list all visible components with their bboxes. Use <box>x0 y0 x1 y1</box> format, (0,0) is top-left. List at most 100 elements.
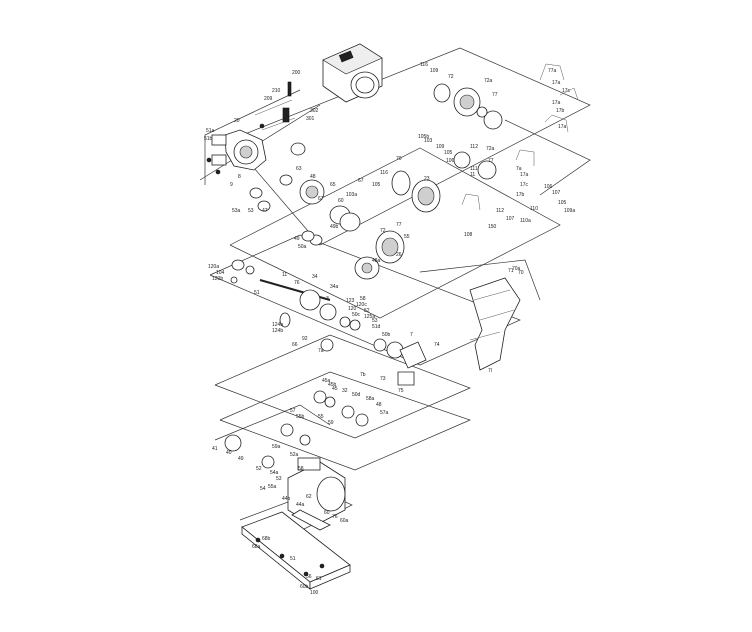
base-plate <box>241 511 351 590</box>
part-label: 17b <box>516 192 525 198</box>
part-label: 48 <box>310 174 316 180</box>
part-label: 20 <box>234 118 240 124</box>
part-label: 17b <box>556 108 565 114</box>
part-label: 301 <box>306 116 315 122</box>
electric-motor <box>287 457 346 531</box>
cover-flange <box>354 170 441 280</box>
part-label: 59 <box>328 420 334 426</box>
part-label: 60a <box>340 518 349 524</box>
part-label: 72a <box>486 146 495 152</box>
part-label: 74 <box>434 342 440 348</box>
coupling-parts <box>224 390 369 469</box>
part-label: 76 <box>294 280 300 286</box>
part-label: 8 <box>238 174 241 180</box>
part-label: 49b <box>330 224 339 230</box>
part-label: 77 <box>396 222 402 228</box>
part-label: 120b <box>212 276 223 282</box>
part-label: 68b <box>262 536 271 542</box>
assembly-boundary-lines <box>199 47 591 541</box>
part-label: 123 <box>346 298 355 304</box>
part-label: 49 <box>294 236 300 242</box>
part-label: 51a <box>206 128 215 134</box>
part-label: 71 <box>508 268 514 274</box>
part-label: 120c <box>356 302 367 308</box>
part-label: 52 <box>256 466 262 472</box>
part-label: 48 <box>376 402 382 408</box>
part-label: 61 <box>316 576 322 582</box>
control-module <box>322 43 383 103</box>
part-label: 120a <box>208 264 219 270</box>
part-label: 105 <box>444 150 453 156</box>
part-label: 50d <box>352 392 361 398</box>
part-label: 58a <box>366 396 375 402</box>
part-label: 105b <box>418 134 429 140</box>
part-label: 60 <box>324 510 330 516</box>
part-label: 50c <box>352 312 361 318</box>
part-label: 51 <box>290 556 296 562</box>
part-label: 54a <box>270 470 279 476</box>
part-label: 75 <box>398 388 404 394</box>
part-label: 62 <box>306 494 312 500</box>
part-label: 125a <box>364 314 375 320</box>
part-label: 49 <box>238 456 244 462</box>
part-label: 57 <box>290 408 296 414</box>
part-label: 26 <box>396 252 402 258</box>
part-label: 7b <box>360 372 366 378</box>
part-label: 51d <box>372 324 381 330</box>
part-label: 11 <box>282 272 287 278</box>
part-label: 108 <box>464 232 473 238</box>
part-label: 59a <box>272 444 281 450</box>
part-label: 68a <box>252 544 261 550</box>
part-label: 116 <box>420 62 428 68</box>
part-label: 112 <box>496 208 504 214</box>
part-label: 44b <box>282 496 291 502</box>
part-label: 44a <box>296 502 305 508</box>
part-label: 100 <box>310 590 319 596</box>
part-label: 34 <box>312 274 318 280</box>
part-label: 107 <box>506 216 515 222</box>
part-labels: 1161097272a7777a17a17a17b17a17c200210209… <box>204 62 575 596</box>
part-label: 50a <box>298 244 307 250</box>
part-label: 3 <box>326 296 329 302</box>
part-label: 200 <box>292 70 301 76</box>
part-label: 105 <box>558 200 567 206</box>
pump-housing <box>206 81 296 175</box>
part-label: 7a <box>516 166 522 172</box>
part-label: 17a <box>520 172 529 178</box>
part-label: 109 <box>430 68 439 74</box>
part-label: 17a <box>552 80 561 86</box>
part-label: 302 <box>310 108 319 114</box>
part-label: 53 <box>248 208 254 214</box>
part-label: 53a <box>232 208 241 214</box>
shaft-assembly <box>230 259 427 386</box>
part-label: 55 <box>318 414 324 420</box>
part-label: 70 <box>396 156 402 162</box>
part-label: 112 <box>470 144 478 150</box>
part-label: 23 <box>424 176 430 182</box>
part-label: 51 <box>254 290 260 296</box>
part-label: 110 <box>530 206 538 212</box>
part-label: 77 <box>492 92 498 98</box>
part-label: 116 <box>380 170 388 176</box>
part-label: 55 <box>404 234 410 240</box>
part-label: 51b <box>204 136 213 142</box>
part-label: 77a <box>548 68 557 74</box>
part-label: 72 <box>380 228 386 234</box>
part-label: 53 <box>276 476 282 482</box>
part-label: 60 <box>338 198 344 204</box>
part-label: 63 <box>296 166 302 172</box>
part-label: 65 <box>330 182 336 188</box>
part-label: 58 <box>360 296 366 302</box>
part-label: 7l <box>488 368 492 374</box>
part-label: 73 <box>380 376 386 382</box>
part-label: 92 <box>302 336 308 342</box>
part-label: 17c <box>520 182 529 188</box>
part-label: 67 <box>318 196 324 202</box>
part-label: 70a <box>512 266 521 272</box>
part-label: 105 <box>372 182 381 188</box>
seal-rings-left <box>249 142 361 246</box>
part-label: 45b <box>328 382 337 388</box>
part-label: 9 <box>230 182 233 188</box>
part-label: 50b <box>382 332 391 338</box>
part-label: 109a <box>564 208 575 214</box>
